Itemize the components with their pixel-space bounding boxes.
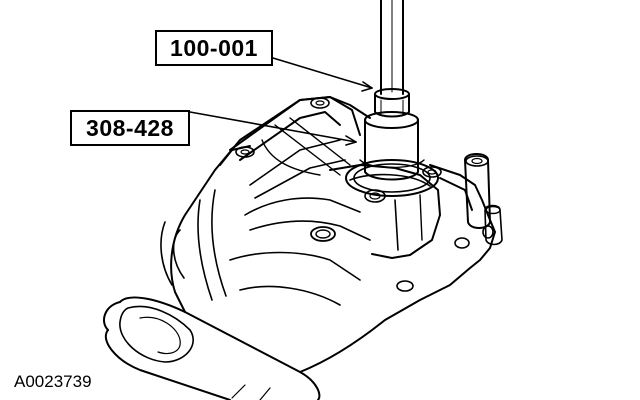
- leader-arrow-308-428: [345, 135, 357, 146]
- extension-rod-tool: [374, 0, 410, 118]
- leader-lines: [189, 57, 373, 146]
- callout-label-308-428: 308-428: [70, 110, 190, 146]
- leader-line-308-428: [189, 111, 357, 143]
- leader-line-100-001: [272, 57, 373, 89]
- leader-arrow-100-001: [361, 81, 373, 92]
- extension-housing-tube: [103, 296, 321, 400]
- callout-label-100-001: 100-001: [155, 30, 273, 66]
- shift-tower: [235, 97, 442, 259]
- transmission-case: [160, 96, 503, 373]
- adapter-sleeve-tool: [345, 111, 439, 197]
- figure-id-label: A0023739: [14, 372, 92, 391]
